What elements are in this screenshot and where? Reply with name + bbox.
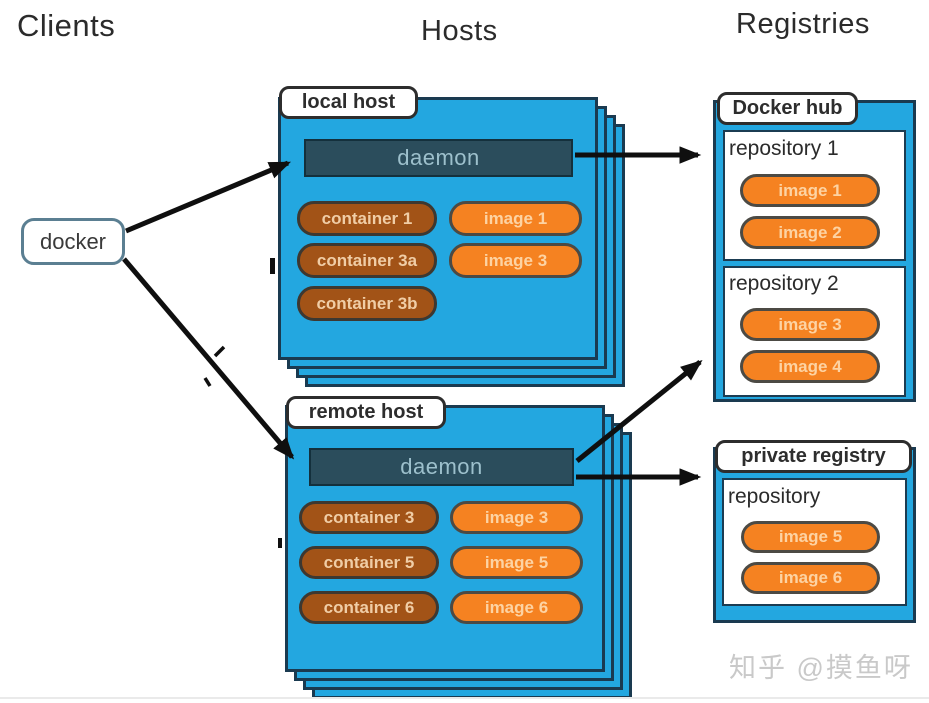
container-pill: container 3 (299, 501, 439, 534)
private-registry-label: private registry (715, 440, 912, 473)
docker-client-node: docker (21, 218, 125, 265)
column-header-clients: Clients (17, 8, 116, 43)
zhihu-watermark: 知乎 @摸鱼呀 (729, 653, 913, 683)
bottom-divider (0, 697, 929, 699)
image-pill: image 1 (740, 174, 880, 207)
local-host-label: local host (279, 86, 418, 119)
remote-host-daemon: daemon (309, 448, 574, 486)
arrow-client-to-remote-daemon (122, 257, 295, 460)
container-pill: container 3a (297, 243, 437, 278)
docker-hub-label: Docker hub (717, 92, 858, 125)
repository-2-title: repository 2 (729, 272, 839, 295)
image-pill: image 2 (740, 216, 880, 249)
repository-1-title: repository 1 (729, 137, 839, 160)
container-pill: container 3b (297, 286, 437, 321)
container-pill: container 5 (299, 546, 439, 579)
edge-artifact-mark (278, 538, 282, 548)
image-pill: image 5 (450, 546, 583, 579)
image-pill: image 6 (741, 562, 880, 594)
remote-host-label: remote host (286, 396, 446, 429)
column-header-hosts: Hosts (421, 15, 498, 47)
image-pill: image 4 (740, 350, 880, 383)
image-pill: image 6 (450, 591, 583, 624)
image-pill: image 3 (740, 308, 880, 341)
column-header-registries: Registries (736, 8, 870, 40)
container-pill: container 1 (297, 201, 437, 236)
edge-artifact-mark (270, 258, 275, 274)
image-pill: image 3 (449, 243, 582, 278)
private-repository-title: repository (728, 485, 821, 508)
image-pill: image 5 (741, 521, 880, 553)
image-pill: image 1 (449, 201, 582, 236)
local-host-daemon: daemon (304, 139, 573, 177)
arrow-client-to-local-daemon (125, 160, 292, 234)
stray-dash-mark (213, 345, 226, 358)
image-pill: image 3 (450, 501, 583, 534)
container-pill: container 6 (299, 591, 439, 624)
stray-dash-mark (203, 377, 212, 387)
remote-host-box (285, 405, 605, 672)
